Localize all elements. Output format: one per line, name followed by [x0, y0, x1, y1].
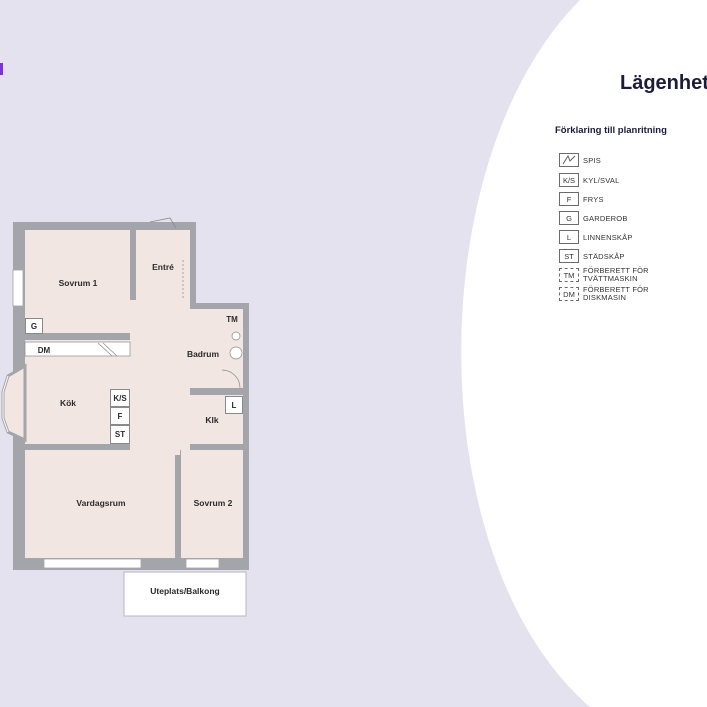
accent-mark [0, 63, 3, 75]
legend-label: GARDEROB [583, 213, 628, 223]
fixture-frys: F [110, 407, 130, 425]
legend-label: FRYS [583, 194, 604, 204]
rooms-floor [25, 230, 243, 558]
fixture-kyl-sval: K/S [110, 389, 130, 407]
kitchen-counter [24, 341, 131, 357]
bay-window [1, 363, 27, 443]
fixture-linnenskap: L [225, 396, 243, 414]
legend-label: FÖRBERETT FÖR TVÄTTMASKIN [583, 266, 649, 283]
legend-item-diskmaskin: DM FÖRBERETT FÖR DISKMASIN [559, 286, 653, 302]
fixture-diskmaskin: DM [37, 345, 51, 355]
legend-panel [461, 0, 707, 707]
legend-label: LINNENSKÅP [583, 232, 633, 242]
room-label-kok: Kök [59, 398, 77, 408]
fixture-garderob: G [25, 318, 43, 334]
legend-item-stadskap: ST STÄDSKÅP [559, 248, 625, 264]
legend-label: SPIS [583, 155, 601, 165]
room-sovrum-2 [181, 450, 243, 558]
legend-item-kyl: K/S KYL/SVAL [559, 172, 619, 188]
legend-title: Förklaring till planritning [555, 125, 667, 136]
room-label-badrum: Badrum [186, 349, 220, 359]
toilet [229, 346, 243, 360]
room-vardagsrum [25, 450, 175, 558]
legend-item-garderob: G GARDEROB [559, 210, 628, 226]
windows [12, 269, 220, 569]
legend-code: F [559, 192, 579, 206]
fixture-stadskap: ST [110, 425, 130, 444]
room-label-entre: Entré [152, 262, 174, 272]
legend-label: KYL/SVAL [583, 175, 620, 185]
room-label-uteplats: Uteplats/Balkong [150, 586, 220, 596]
legend-code: G [559, 211, 579, 225]
page-title: Lägenhet [620, 72, 707, 94]
legend-code: K/S [559, 173, 579, 187]
sink [231, 331, 241, 341]
legend-code: ST [559, 249, 579, 263]
fixture-tvattmaskin: TM [226, 314, 238, 324]
legend-item-frys: F FRYS [559, 191, 604, 207]
entry-door [149, 217, 177, 229]
room-sovrum-1 [25, 230, 130, 333]
legend-code: TM [559, 268, 579, 282]
legend-code: L [559, 230, 579, 244]
room-label-sovrum-1: Sovrum 1 [58, 278, 98, 288]
legend-item-tvattmaskin: TM FÖRBERETT FÖR TVÄTTMASKIN [559, 267, 653, 283]
room-label-sovrum-2: Sovrum 2 [193, 498, 233, 508]
legend-item-spis: SPIS [559, 152, 601, 168]
stove-icon [559, 153, 579, 167]
legend-label: FÖRBERETT FÖR DISKMASIN [583, 285, 649, 302]
room-label-vardagsrum: Vardagsrum [76, 498, 126, 508]
legend-label: STÄDSKÅP [583, 251, 625, 261]
room-label-klk: Klk [205, 415, 219, 425]
legend-item-linnenskap: L LINNENSKÅP [559, 229, 633, 245]
corridor [130, 300, 180, 455]
legend-code: DM [559, 287, 579, 301]
balcony [123, 571, 247, 617]
